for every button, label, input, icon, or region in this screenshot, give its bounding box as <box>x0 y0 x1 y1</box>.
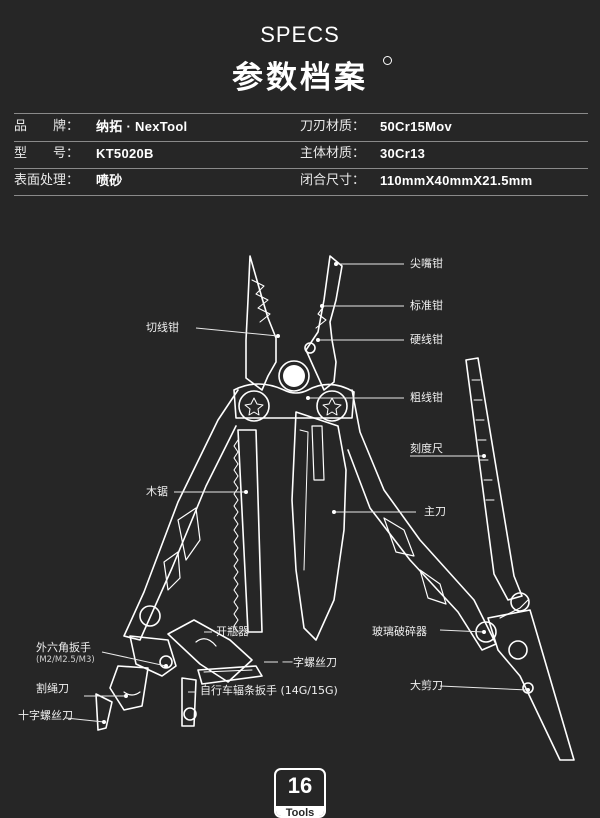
spec-value-body-material: 30Cr13 <box>380 146 426 161</box>
spec-value-finish: 喷砂 <box>96 173 123 188</box>
label-hex-wrench-sizes: (M2/M2.5/M3) <box>36 655 95 665</box>
spec-row-brand: 品 牌： 纳拓 · NexTool 刀刃材质： 50Cr15Mov <box>14 114 588 141</box>
specs-header: SPECS 参数档案 <box>0 0 600 110</box>
spec-label-body-material: 主体材质： <box>300 146 366 161</box>
label-thick-wire-cutter: 粗线钳 <box>410 391 443 404</box>
phillips-tool <box>95 693 113 731</box>
label-bottle-opener: 开瓶器 <box>216 625 249 638</box>
label-phillips-screwdriver: 十字螺丝刀 <box>18 709 73 722</box>
tool-count-badge: 16 Tools <box>274 768 326 818</box>
title-cn: 参数档案 <box>232 60 368 96</box>
label-scissors: 大剪刀 <box>410 679 443 692</box>
label-needle-nose-pliers: 尖嘴钳 <box>410 257 443 270</box>
spec-label-closed-size: 闭合尺寸： <box>300 173 366 188</box>
degree-mark-icon <box>383 56 392 65</box>
label-ruler: 刻度尺 <box>410 442 443 455</box>
spec-row-model: 型 号： KT5020B 主体材质： 30Cr13 <box>14 141 588 168</box>
handle-shoulder <box>233 383 355 419</box>
left-plier-jaw <box>245 255 277 391</box>
spec-value-brand: 纳拓 · NexTool <box>96 119 188 134</box>
spec-value-model: KT5020B <box>96 146 154 161</box>
right-handle <box>347 389 497 651</box>
right-plier-jaw <box>305 255 343 391</box>
rope-cutter-tool <box>109 665 149 711</box>
spec-label-finish: 表面处理： <box>14 173 80 188</box>
label-standard-pliers: 标准钳 <box>410 299 443 312</box>
spec-row-finish: 表面处理： 喷砂 闭合尺寸： 110mmX40mmX21.5mm <box>14 168 588 195</box>
table-rule-2 <box>14 168 588 169</box>
flathead-tool <box>197 665 263 685</box>
label-spoke-wrench: 自行车辐条扳手 (14G/15G) <box>200 684 338 697</box>
label-hex-wrench: 外六角扳手 <box>36 641 91 654</box>
title-en: SPECS <box>260 22 340 47</box>
spec-value-closed-size: 110mmX40mmX21.5mm <box>380 173 533 188</box>
label-wood-saw: 木锯 <box>146 485 168 498</box>
label-wire-cutter: 切线钳 <box>146 321 179 334</box>
spec-label-blade-material: 刀刃材质： <box>300 119 366 134</box>
tool-count-word: Tools <box>276 806 324 816</box>
ruler-tool <box>465 357 523 601</box>
label-rope-cutter: 割绳刀 <box>36 682 69 695</box>
table-rule-bottom <box>14 195 588 196</box>
wood-saw <box>237 429 263 633</box>
multitool-diagram <box>65 255 575 761</box>
left-handle <box>123 389 239 641</box>
label-glass-breaker: 玻璃破碎器 <box>372 625 427 638</box>
tool-count-number: 16 <box>287 773 313 798</box>
spec-label-brand: 品 牌： <box>14 119 80 134</box>
scissors-tool <box>487 609 575 761</box>
bottle-opener-tool <box>167 619 253 683</box>
label-flathead-screwdriver: 一字螺丝刀 <box>282 656 337 669</box>
table-rule-top <box>14 113 588 114</box>
table-rule-1 <box>14 141 588 142</box>
main-blade <box>291 411 347 641</box>
pivot-disc <box>278 360 310 392</box>
label-hard-wire-cutter: 硬线钳 <box>410 333 443 346</box>
spec-value-blade-material: 50Cr15Mov <box>380 119 453 134</box>
spec-label-model: 型 号： <box>14 146 80 161</box>
label-main-blade: 主刀 <box>424 505 446 518</box>
